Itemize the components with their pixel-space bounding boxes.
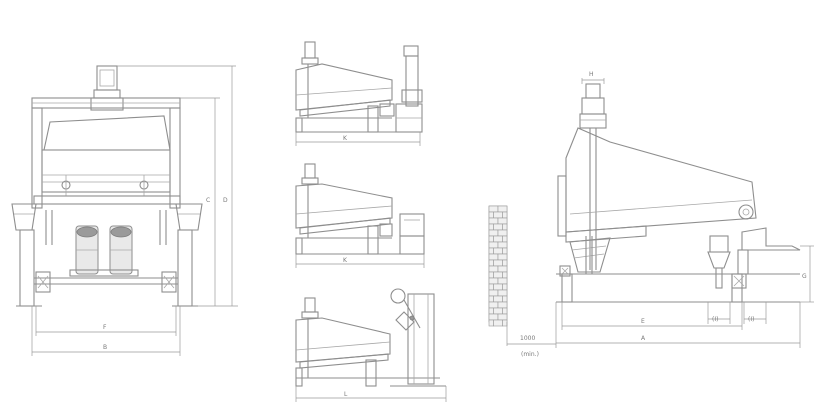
brick xyxy=(488,217,499,225)
dim-label-D: D xyxy=(223,197,228,204)
brick xyxy=(488,319,494,327)
brick xyxy=(488,235,494,243)
brick xyxy=(488,259,494,267)
brick xyxy=(488,253,499,261)
side-view-top: K xyxy=(295,41,423,146)
brick xyxy=(488,265,499,273)
dim-label-A: A xyxy=(641,335,646,342)
brick xyxy=(493,271,503,279)
brick xyxy=(497,277,508,285)
front-view: C D F B xyxy=(11,65,238,356)
brick xyxy=(497,301,508,309)
brick xyxy=(488,229,499,237)
brick xyxy=(493,295,503,303)
brick xyxy=(497,241,508,249)
brick xyxy=(502,283,508,291)
brick xyxy=(493,259,503,267)
brick xyxy=(497,265,508,273)
brick xyxy=(502,307,508,315)
brick xyxy=(488,241,499,249)
brick xyxy=(502,319,508,327)
brick-wall xyxy=(488,205,508,327)
brick xyxy=(488,295,494,303)
brick xyxy=(488,223,494,231)
dim-label-H: H xyxy=(589,71,594,78)
wall-clearance-value: 1000 xyxy=(520,335,535,342)
brick xyxy=(488,205,499,213)
dim-label-K-mid: K xyxy=(343,257,348,264)
brick xyxy=(493,223,503,231)
brick xyxy=(488,211,494,219)
dim-label-G: G xyxy=(802,273,807,280)
brick xyxy=(497,205,508,213)
dim-label-I-right: (I) xyxy=(748,316,754,323)
brick xyxy=(502,211,508,219)
brick xyxy=(493,247,503,255)
dim-label-B: B xyxy=(103,344,107,351)
large-side-view: H E A (I) (I) G 1000 (min.) xyxy=(506,71,814,358)
dim-label-C: C xyxy=(206,197,210,204)
brick xyxy=(488,307,494,315)
brick xyxy=(488,301,499,309)
dim-label-K-top: K xyxy=(343,135,348,142)
brick xyxy=(502,247,508,255)
brick xyxy=(502,223,508,231)
brick xyxy=(488,277,499,285)
brick xyxy=(497,253,508,261)
brick xyxy=(493,283,503,291)
brick xyxy=(497,289,508,297)
dim-label-L: L xyxy=(344,391,348,398)
brick xyxy=(493,319,503,327)
side-view-bottom: L xyxy=(295,288,447,402)
wall-clearance-note: (min.) xyxy=(521,351,539,358)
brick xyxy=(488,289,499,297)
brick xyxy=(488,247,494,255)
brick xyxy=(493,235,503,243)
side-view-middle: K xyxy=(295,163,425,268)
brick xyxy=(502,271,508,279)
dim-label-E: E xyxy=(641,318,645,325)
brick xyxy=(502,295,508,303)
brick xyxy=(493,211,503,219)
brick xyxy=(488,313,499,321)
brick xyxy=(488,283,494,291)
dim-label-I-left: (I) xyxy=(712,316,718,323)
brick xyxy=(493,307,503,315)
brick xyxy=(497,229,508,237)
brick xyxy=(488,271,494,279)
brick xyxy=(497,217,508,225)
brick xyxy=(497,313,508,321)
brick xyxy=(502,235,508,243)
dim-label-F: F xyxy=(103,324,107,331)
brick xyxy=(502,259,508,267)
